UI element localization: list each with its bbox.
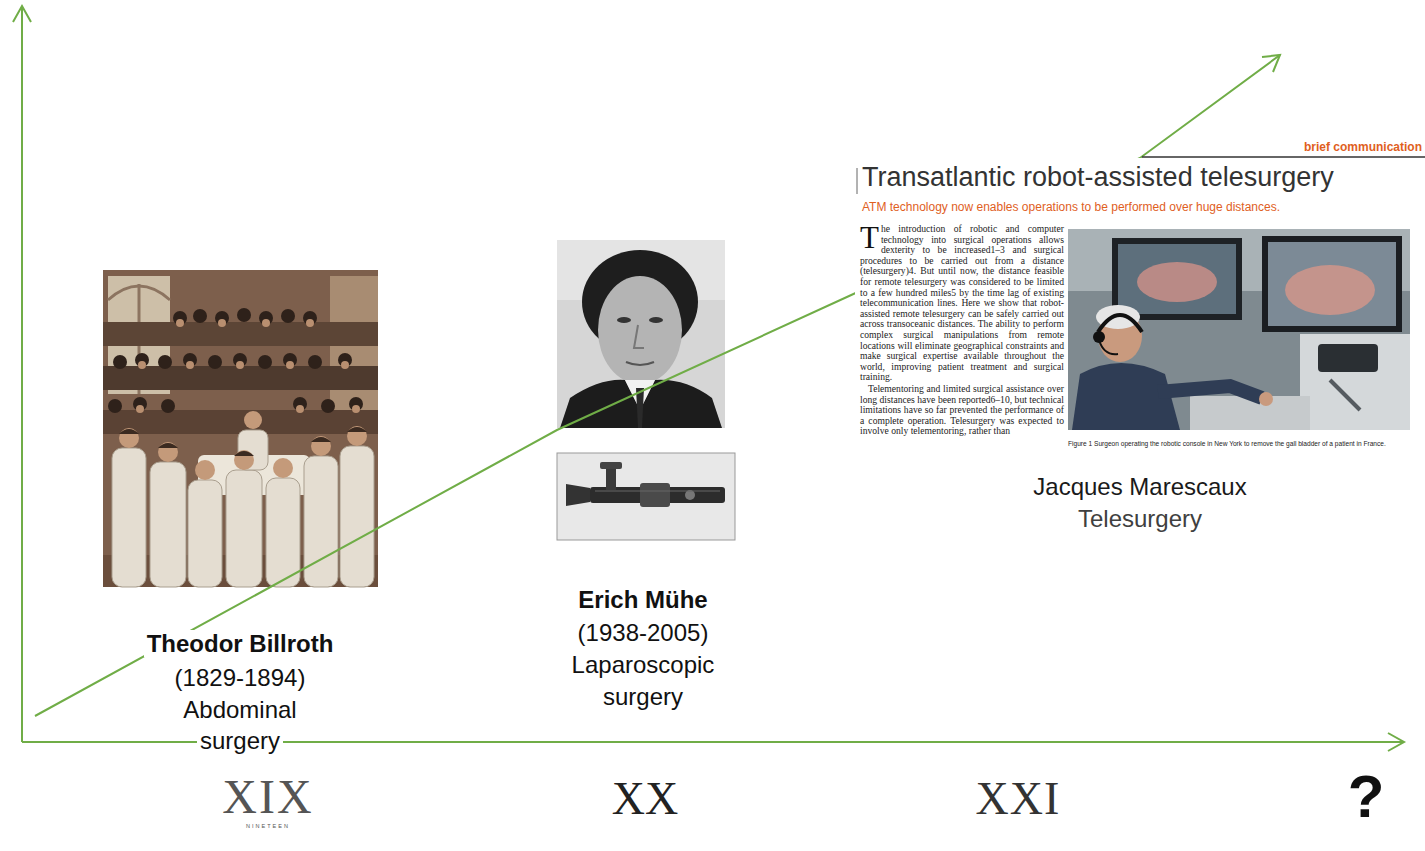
century-label: XIX [188, 772, 348, 822]
label-frame: ? [1316, 766, 1416, 828]
century-label: XX [565, 774, 725, 824]
article-body: The introduction of robotic and computer… [860, 224, 1064, 383]
label-frame: Erich Mühe [523, 584, 763, 616]
article-body: Telementoring and limited surgical assis… [860, 384, 1064, 437]
label-frame: NINETEEN [188, 823, 348, 830]
label-frame: XIX [188, 772, 348, 822]
label-frame: XXI [938, 774, 1098, 824]
label-frame: brief communication [1268, 137, 1422, 155]
label-frame: Transatlantic robot-assisted telesurgery [862, 160, 1422, 194]
figure-caption: Figure 1 Surgeon operating the robotic c… [1068, 440, 1386, 448]
century-label: XXI [938, 774, 1098, 824]
article-title: Transatlantic robot-assisted telesurgery [862, 160, 1334, 194]
question-mark: ? [1316, 766, 1416, 828]
label-frame: XX [565, 774, 725, 824]
label-frame: Laparoscopic surgery [543, 649, 743, 713]
label-frame: Telesurgery [990, 503, 1290, 535]
label-frame: Theodor Billroth [90, 628, 390, 660]
billroth-painting [103, 270, 378, 587]
label-frame: Figure 1 Surgeon operating the robotic c… [1068, 432, 1422, 450]
label-frame: Abdominal surgery [160, 694, 320, 756]
paper-clipping [855, 157, 1425, 446]
journal-section: brief communication [1304, 139, 1422, 155]
century-subtitle: NINETEEN [188, 823, 348, 830]
article-subtitle: ATM technology now enables operations to… [862, 199, 1280, 215]
life-dates: (1829-1894) [172, 664, 309, 691]
label-frame: The introduction of robotic and computer… [860, 224, 1064, 383]
label-frame: (1938-2005) [523, 617, 763, 649]
life-dates: (1938-2005) [523, 617, 763, 649]
label-frame: ATM technology now enables operations to… [862, 197, 1420, 215]
muehe-portrait [557, 240, 725, 428]
label-frame: (1829-1894) [140, 662, 340, 694]
field-label: Laparoscopic surgery [543, 649, 743, 713]
surgeon-photo [1068, 229, 1410, 430]
person-name: Erich Mühe [523, 584, 763, 616]
person-name: Theodor Billroth [144, 630, 337, 657]
field-label: Telesurgery [990, 503, 1290, 535]
label-frame: Telementoring and limited surgical assis… [860, 384, 1064, 437]
label-frame: Jacques Marescaux [990, 471, 1290, 503]
field-label: Abdominal surgery [180, 696, 299, 754]
laparoscope-photo [557, 453, 735, 540]
trend-line [35, 55, 1280, 716]
person-name: Jacques Marescaux [990, 471, 1290, 503]
